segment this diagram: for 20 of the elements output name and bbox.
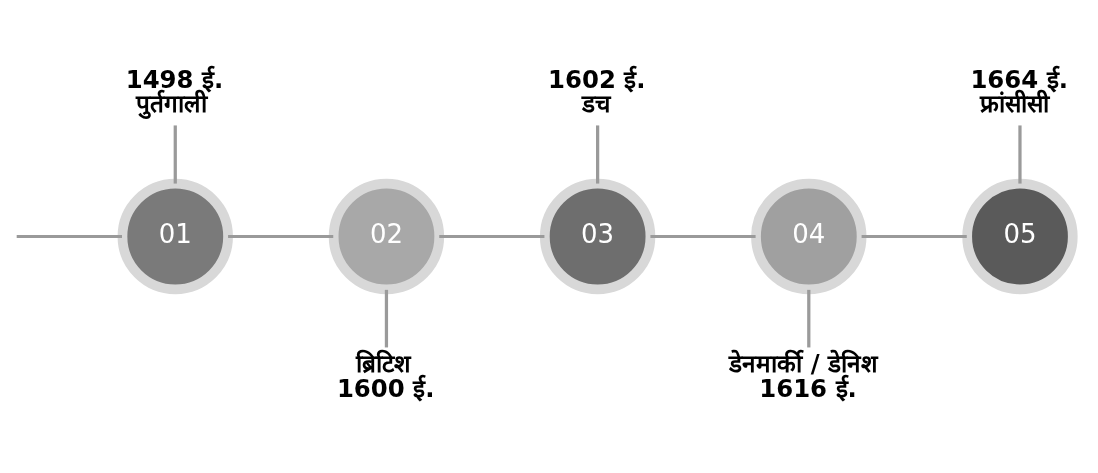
- connector: [1018, 125, 1022, 184]
- node-text: 1602 ई. डच: [548, 64, 646, 119]
- node-circle: 04: [751, 178, 867, 295]
- connector: [384, 289, 389, 348]
- connector: [807, 289, 811, 348]
- node-circle: 05: [962, 178, 1078, 295]
- node-circle: 03: [539, 178, 656, 295]
- connector: [650, 234, 756, 239]
- node-text: 1498 ई. पुर्तगाली: [125, 64, 224, 119]
- node-text: डेनमार्की / डेनिश 1616 ई.: [729, 349, 879, 403]
- connector: [173, 125, 177, 184]
- node-circle: 02: [328, 178, 445, 295]
- connector: [861, 234, 967, 239]
- connector: [439, 234, 545, 239]
- connector: [596, 125, 600, 184]
- node-circle: 01: [117, 178, 233, 295]
- connector: [16, 234, 122, 239]
- node-text: 1664 ई. फ्रांसीसी: [970, 64, 1068, 119]
- connector: [228, 234, 334, 239]
- node-text: ब्रिटिश 1600 ई.: [336, 349, 435, 403]
